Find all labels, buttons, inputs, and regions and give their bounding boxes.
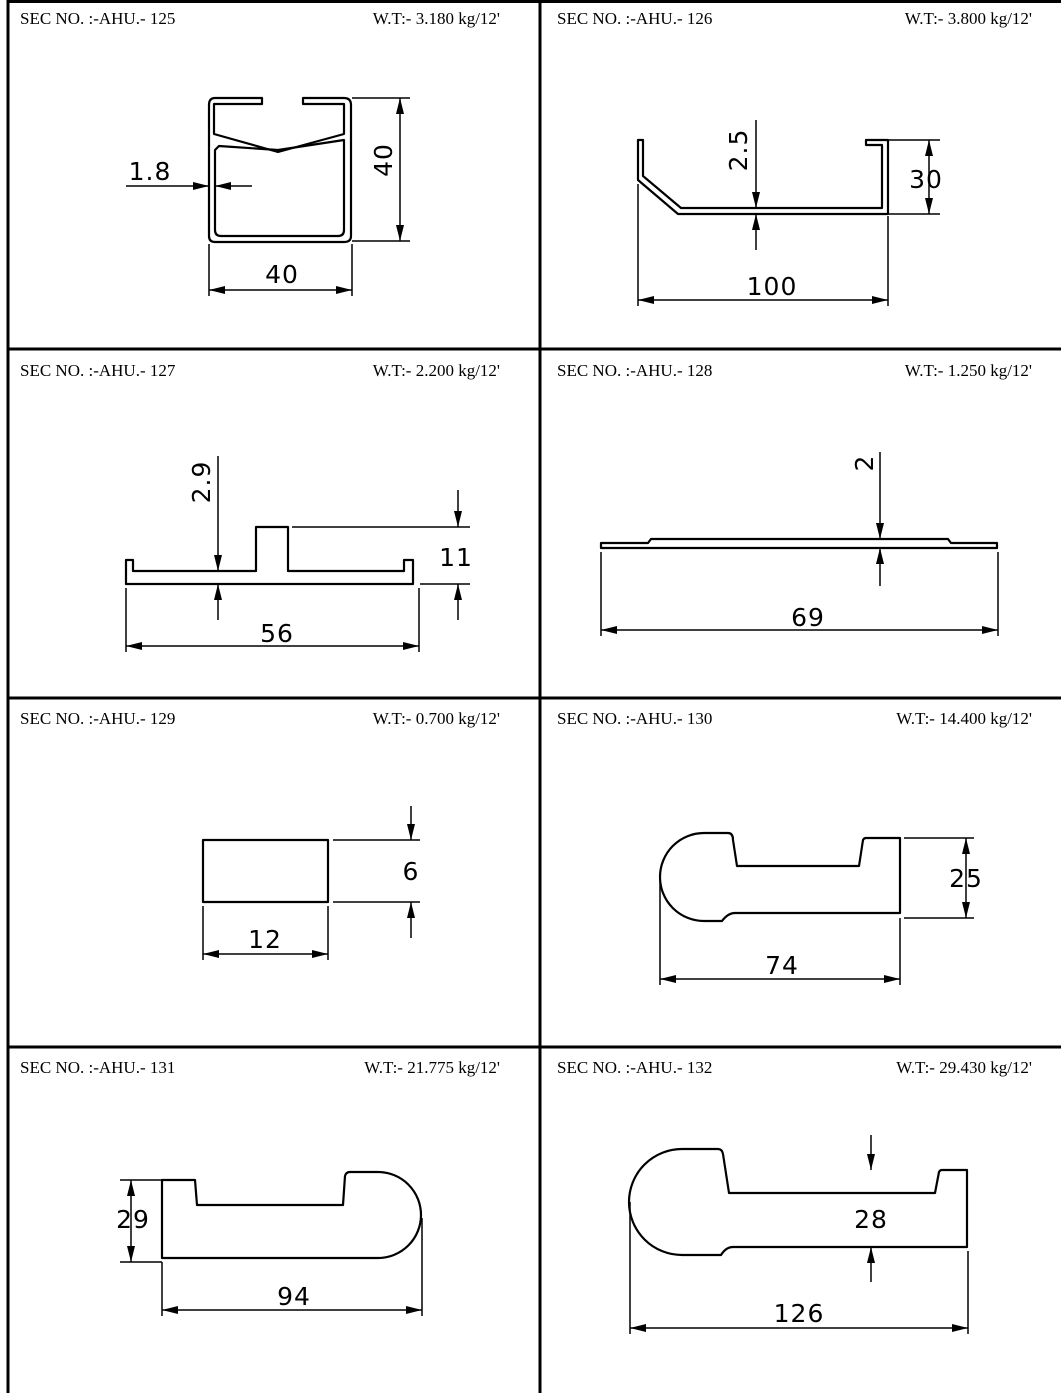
- profile-ahu-128: [599, 537, 999, 550]
- profile-ahu-127: [124, 525, 415, 586]
- dim-thickness: 2: [850, 455, 879, 472]
- dim-width: 74: [765, 951, 799, 980]
- section-weight: W.T:- 3.800 kg/12': [905, 9, 1032, 28]
- dim-height: 40: [369, 143, 398, 177]
- profile-ahu-132: [627, 1147, 969, 1257]
- dim-width: 12: [248, 925, 282, 954]
- dim-height: 28: [854, 1205, 888, 1234]
- dim-width: 69: [791, 603, 825, 632]
- dim-thickness: 1.8: [129, 157, 172, 186]
- dim-height: 6: [403, 857, 420, 886]
- section-number: SEC NO. :-AHU.- 126: [557, 9, 712, 28]
- section-number: SEC NO. :-AHU.- 130: [557, 709, 712, 728]
- section-weight: W.T:- 1.250 kg/12': [905, 361, 1032, 380]
- section-number: SEC NO. :-AHU.- 129: [20, 709, 175, 728]
- profile-ahu-131: [160, 1170, 423, 1260]
- profile-ahu-129: [201, 838, 330, 904]
- dim-width: 100: [747, 272, 798, 301]
- section-weight: W.T:- 21.775 kg/12': [364, 1058, 500, 1077]
- dim-thickness: 2.9: [187, 461, 216, 504]
- section-number: SEC NO. :-AHU.- 128: [557, 361, 712, 380]
- section-number: SEC NO. :-AHU.- 125: [20, 9, 175, 28]
- dim-width: 56: [260, 619, 294, 648]
- profile-ahu-126: [636, 138, 890, 216]
- dim-width: 40: [265, 260, 299, 289]
- section-number: SEC NO. :-AHU.- 131: [20, 1058, 175, 1077]
- section-number: SEC NO. :-AHU.- 127: [20, 361, 176, 380]
- section-weight: W.T:- 29.430 kg/12': [896, 1058, 1032, 1077]
- dim-height: 25: [949, 864, 983, 893]
- dim-height: 11: [439, 543, 473, 572]
- dim-height: 29: [116, 1205, 150, 1234]
- profile-ahu-130: [658, 831, 902, 923]
- grid-frame: [6, 0, 1061, 1393]
- profile-ahu-125: [207, 96, 353, 244]
- dim-width: 126: [774, 1299, 825, 1328]
- section-weight: W.T:- 2.200 kg/12': [373, 361, 500, 380]
- dim-thickness: 2.5: [724, 129, 753, 172]
- section-number: SEC NO. :-AHU.- 132: [557, 1058, 712, 1077]
- dim-width: 94: [277, 1282, 311, 1311]
- section-weight: W.T:- 14.400 kg/12': [896, 709, 1032, 728]
- section-weight: W.T:- 3.180 kg/12': [373, 9, 500, 28]
- dim-height: 30: [909, 165, 943, 194]
- section-weight: W.T:- 0.700 kg/12': [373, 709, 500, 728]
